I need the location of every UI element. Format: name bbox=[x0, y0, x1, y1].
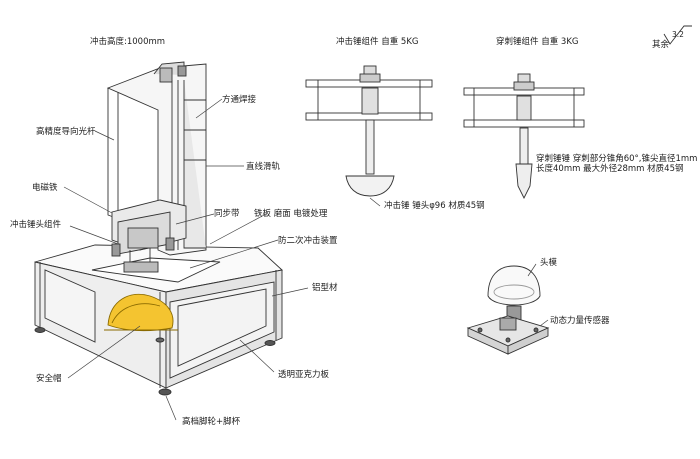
impact-hammer-note: 冲击锤 锤头φ96 材质45钢 bbox=[384, 201, 485, 211]
label-linear-rail: 直线滑轨 bbox=[246, 162, 281, 172]
impact-assembly-title: 冲击锤组件 自重 5KG bbox=[336, 37, 419, 47]
label-anti-second-impact: 防二次冲击装置 bbox=[278, 236, 338, 246]
machine-base bbox=[34, 244, 283, 396]
label-helmet: 安全帽 bbox=[36, 374, 62, 384]
label-hammer-assembly: 冲击锤头组件 bbox=[10, 220, 62, 230]
label-force-sensor: 动态力量传感器 bbox=[550, 316, 610, 326]
label-magnet: 电磁铁 bbox=[32, 183, 58, 193]
head-mold-drawing bbox=[466, 265, 550, 355]
label-guide-rod: 高精度导向光杆 bbox=[36, 127, 96, 137]
label-acrylic: 透明亚克力板 bbox=[278, 370, 330, 380]
pierce-note-line1: 穿刺锤锤 穿刺部分锥角60°,锥尖直径1mm bbox=[536, 154, 698, 164]
roughness-rest-label: 其余 bbox=[652, 40, 670, 50]
label-head-mold: 头模 bbox=[540, 258, 558, 268]
label-plate: 铁板 磨面 电镀处理 bbox=[254, 209, 328, 219]
label-square-tube: 方通焊接 bbox=[222, 95, 257, 105]
pierce-assembly-drawing bbox=[463, 73, 585, 200]
leader-lines bbox=[63, 98, 549, 421]
label-feet: 高档脚轮+脚杯 bbox=[182, 417, 241, 427]
hammer-carriage bbox=[111, 199, 187, 273]
impact-assembly-drawing bbox=[305, 65, 433, 197]
label-sync-belt: 同步带 bbox=[214, 209, 240, 219]
pierce-assembly-title: 穿刺锤组件 自重 3KG bbox=[496, 37, 579, 47]
drop-height-title: 冲击高度:1000mm bbox=[90, 37, 166, 47]
helmet-drawing bbox=[104, 293, 178, 332]
roughness-value: 3.2 bbox=[672, 30, 684, 39]
pierce-note-line2: 长度40mm 最大外径28mm 材质45钢 bbox=[536, 164, 684, 174]
label-aluminum: 铝型材 bbox=[312, 283, 338, 293]
roughness-symbol bbox=[663, 25, 692, 45]
